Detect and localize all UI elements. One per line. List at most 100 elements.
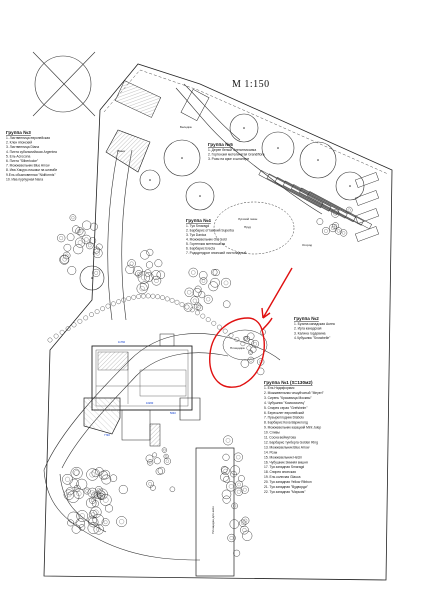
plant-inner (88, 243, 92, 248)
plant (93, 524, 104, 535)
shrub (216, 324, 222, 330)
plant (194, 285, 202, 293)
plant (188, 267, 199, 278)
tree-trunk (349, 185, 351, 187)
group-item: 8. Барбарис Коха Вариеголд (264, 421, 308, 425)
shrub (189, 307, 195, 313)
group-title: Группа №1 (S=130м2) (264, 380, 313, 385)
plant-inner (59, 236, 64, 241)
scale-label: М 1:150 (232, 79, 270, 90)
plant-inner (233, 504, 237, 508)
shrub (164, 296, 170, 302)
plant (163, 457, 171, 465)
plant (57, 233, 66, 243)
plant (184, 287, 194, 297)
plant (227, 533, 236, 543)
tree-canopy (79, 265, 105, 291)
group-item: 4. Можжевельник Old Gold (186, 238, 227, 242)
plant-inner (243, 518, 248, 523)
tree-trunk (91, 277, 93, 279)
driveway: Площадка для авто (195, 447, 235, 577)
plant-inner (324, 229, 328, 233)
tree-trunk (277, 147, 279, 149)
plant (65, 487, 74, 496)
plant-inner (148, 460, 152, 464)
plant (220, 465, 228, 473)
plant (221, 489, 232, 500)
plant-inner (96, 527, 102, 532)
plant-inner (331, 226, 335, 230)
shrub (184, 304, 190, 310)
plant (136, 283, 148, 295)
plant-symbols (57, 206, 353, 557)
plant (339, 229, 348, 237)
plant (66, 233, 75, 242)
plant (145, 454, 154, 463)
group-title: Группа №5 (208, 142, 233, 147)
plant (77, 228, 86, 237)
plant (86, 241, 94, 250)
group-item: 13. Можжевельник Blue Arrow (264, 445, 310, 449)
plant-inner (347, 208, 351, 212)
group-item: 10. Ива пурпурная Nana (6, 177, 43, 181)
group-item: 14. Розы (264, 450, 278, 454)
plant-inner (223, 280, 229, 286)
plant-inner (62, 257, 67, 262)
group-item: 2. Клен японский (6, 141, 32, 145)
group-item: 17. Туя западная Smaragd (264, 465, 304, 469)
shrub (71, 322, 77, 328)
plant-inner (73, 470, 80, 476)
plant-inner (242, 528, 247, 533)
plant (76, 478, 88, 490)
plant (210, 277, 220, 288)
shrub (194, 310, 200, 316)
plant-inner (85, 489, 89, 493)
plant (144, 269, 152, 277)
shrub (116, 299, 122, 305)
plant (157, 466, 166, 475)
patio: Площадка (222, 329, 268, 361)
group-item: 18. Спирея японская (264, 470, 296, 474)
highlight-circle (209, 317, 265, 388)
vegetable-bed (258, 169, 324, 208)
plant-inner (65, 476, 70, 482)
plant (153, 457, 161, 465)
shrub (65, 326, 71, 331)
plant-inner (90, 498, 95, 503)
group-item: 3. Сирень "Красавица Москвы" (264, 396, 312, 400)
plant (72, 468, 80, 476)
plant (222, 453, 230, 461)
tree-canopy (163, 139, 201, 177)
plant (67, 266, 77, 275)
plant-inner (99, 491, 105, 497)
plant (62, 473, 73, 485)
vegetable-bed (299, 187, 364, 226)
plant (89, 237, 97, 245)
plant-inner (228, 484, 234, 489)
tree-trunk (181, 157, 183, 159)
shrub (131, 294, 137, 300)
plant (82, 220, 92, 230)
group-item: 4. Пихта субальпийская Argentea (6, 150, 57, 154)
group-item: 1. Бузина канадская Aurea (294, 322, 335, 326)
group-item: 6. Бересклет европейский (264, 411, 304, 415)
plant (132, 266, 143, 276)
plant (247, 356, 255, 364)
plant (154, 259, 163, 268)
plant-inner (223, 468, 228, 473)
plant (212, 268, 220, 277)
plant-inner (333, 224, 338, 228)
plant (146, 459, 154, 466)
plant (231, 502, 238, 510)
plant-inner (333, 211, 338, 216)
group-item: 3. Туя Danica (186, 233, 206, 237)
gazebo-label: Беседка (180, 125, 192, 129)
plant (183, 302, 193, 312)
group-item: 4.Чубушник "Snowbelle" (294, 336, 331, 340)
plant (75, 226, 84, 236)
group-item: 1. Ель Нидиформис (264, 386, 295, 390)
plant-inner (229, 536, 234, 540)
